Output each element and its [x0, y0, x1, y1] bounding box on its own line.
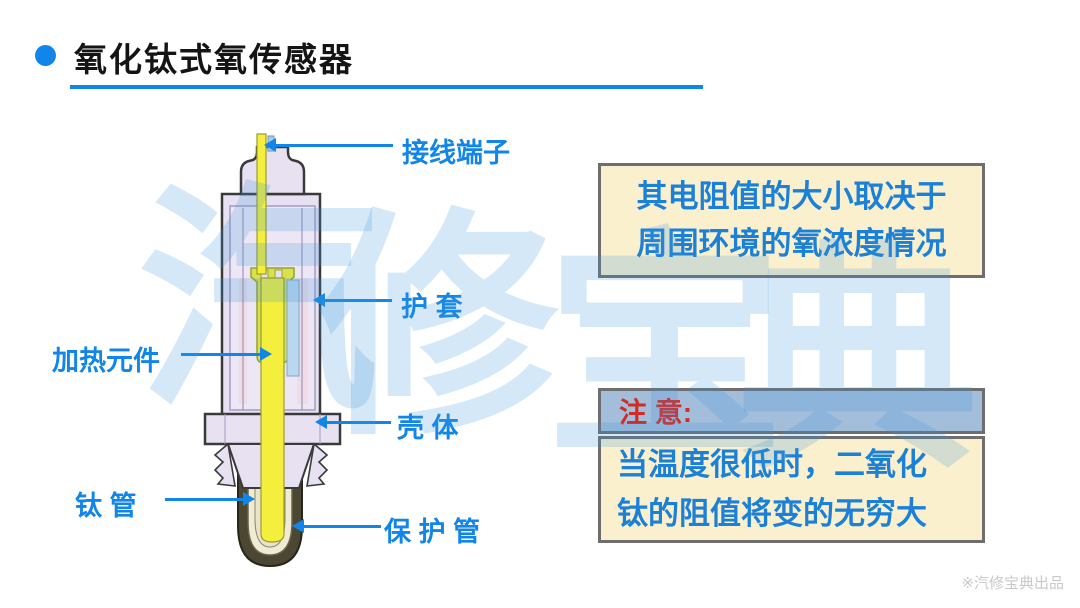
heater-rod-core-shape: [260, 277, 285, 543]
leader-line-terminal: [276, 144, 393, 147]
label-heating-element: 加热元件: [52, 346, 160, 376]
oxygen-sensor-diagram: [203, 133, 342, 568]
label-sheath: 护 套: [401, 292, 463, 322]
arrowhead-protection-tube-icon: [292, 519, 304, 533]
leader-line-sheath: [325, 299, 392, 302]
heater-rod-top-shape: [256, 133, 267, 275]
top-cap-shape: [239, 145, 306, 196]
note-box-title: 注 意:: [619, 397, 693, 428]
note-box-line2: 钛的阻值将变的无穷大: [617, 495, 927, 531]
resistance-info-box: 其电阻值的大小取决于 周围环境的氧浓度情况: [598, 163, 985, 278]
page-title: 氧化钛式氧传感器: [74, 41, 354, 78]
info-box-line2: 周围环境的氧浓度情况: [636, 225, 947, 261]
title-bullet-icon: [35, 45, 56, 66]
label-titanium-tube: 钛 管: [75, 491, 137, 521]
leader-line-titanium-tube: [165, 498, 243, 501]
label-protection-tube: 保 护 管: [384, 517, 481, 547]
note-box-header: 注 意:: [598, 388, 985, 434]
arrowhead-shell-icon: [315, 415, 327, 429]
title-underline: [70, 85, 703, 89]
footer-credit: ※汽修宝典出品: [961, 575, 1064, 592]
note-box-body: 当温度很低时，二氧化 钛的阻值将变的无穷大: [598, 436, 985, 543]
leader-line-shell: [327, 421, 391, 424]
arrowhead-heater-icon: [260, 347, 272, 361]
leader-line-protection-tube: [304, 525, 381, 528]
info-box-line1: 其电阻值的大小取决于: [636, 179, 947, 214]
label-shell: 壳 体: [397, 413, 459, 443]
arrowhead-titanium-tube-icon: [243, 492, 255, 506]
arrowhead-terminal-icon: [264, 138, 276, 152]
arrowhead-sheath-icon: [313, 293, 325, 307]
label-terminal: 接线端子: [402, 138, 510, 168]
note-box-line1: 当温度很低时，二氧化: [617, 447, 927, 483]
leader-line-heater: [181, 353, 261, 356]
